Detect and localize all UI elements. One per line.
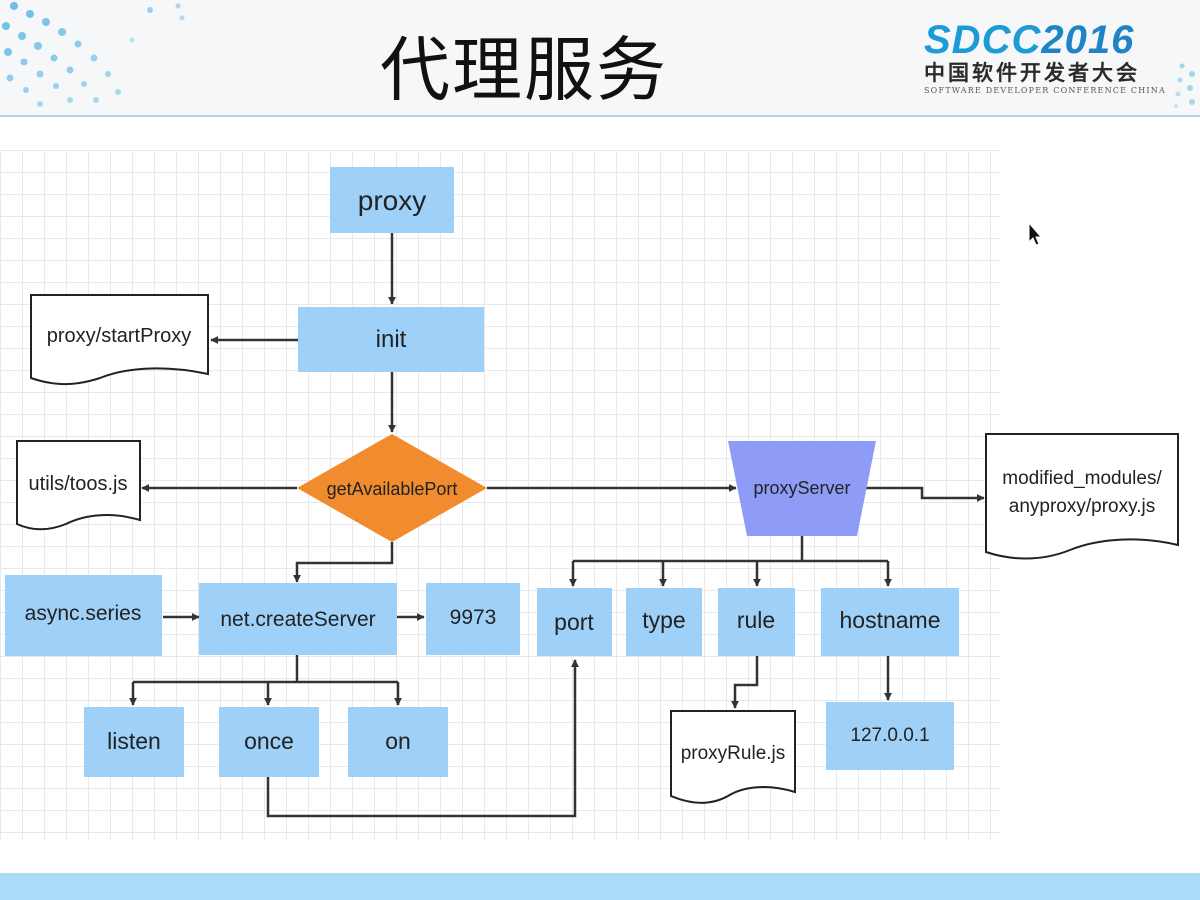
node-rule: rule xyxy=(718,588,795,656)
node-port: port xyxy=(537,588,612,656)
node-once: once xyxy=(219,707,319,777)
node-modified-modules: modified_modules/ anyproxy/proxy.js xyxy=(985,433,1179,560)
logo-year: 2016 xyxy=(1041,18,1135,62)
node-start-proxy: proxy/startProxy xyxy=(30,294,209,386)
node-type: type xyxy=(626,588,702,656)
node-proxy-server: proxyServer xyxy=(728,441,876,536)
node-once-label: once xyxy=(244,728,294,754)
node-proxy-server-label: proxyServer xyxy=(753,478,850,498)
node-hostname-label: hostname xyxy=(839,607,940,633)
node-get-available-port: getAvailablePort xyxy=(297,434,487,542)
node-get-available-port-label: getAvailablePort xyxy=(327,479,458,499)
slide-footer xyxy=(0,873,1200,900)
node-type-label: type xyxy=(642,607,685,633)
slide-title: 代理服务 xyxy=(380,29,668,111)
node-port-label: port xyxy=(554,609,594,635)
node-modified-modules-line1: modified_modules/ xyxy=(1002,468,1162,489)
header-dot-pattern-right xyxy=(1174,63,1195,108)
node-on: on xyxy=(348,707,448,777)
node-proxy-rule-label: proxyRule.js xyxy=(681,743,786,764)
node-proxy-label: proxy xyxy=(358,185,426,216)
node-async-series: async.series xyxy=(5,575,162,656)
node-utils-toos-label: utils/toos.js xyxy=(29,473,128,495)
node-port-number: 9973 xyxy=(426,583,520,655)
node-init-label: init xyxy=(376,326,407,353)
node-listen-label: listen xyxy=(107,728,161,754)
node-init: init xyxy=(298,307,484,372)
node-ip: 127.0.0.1 xyxy=(826,702,954,770)
logo-sdcc: SDCC xyxy=(924,18,1042,62)
header-divider xyxy=(0,115,1200,117)
node-rule-label: rule xyxy=(737,607,775,633)
mouse-cursor-icon xyxy=(1028,221,1043,246)
node-listen: listen xyxy=(84,707,184,777)
logo-main: SDCC2016 xyxy=(924,18,1134,62)
node-ip-label: 127.0.0.1 xyxy=(850,725,929,746)
node-utils-toos: utils/toos.js xyxy=(16,440,141,531)
edge-once-port xyxy=(266,659,579,818)
edge-port-netcreateserver xyxy=(293,542,394,583)
node-proxy: proxy xyxy=(330,167,454,233)
node-net-create-server: net.createServer xyxy=(199,583,397,655)
node-async-series-label: async.series xyxy=(25,602,142,625)
node-hostname: hostname xyxy=(821,588,959,656)
logo-chinese: 中国软件开发者大会 xyxy=(924,62,1140,85)
slide-header xyxy=(0,0,1200,116)
node-proxy-rule: proxyRule.js xyxy=(670,710,796,804)
sdcc-logo: SDCC2016 中国软件开发者大会 SOFTWARE DEVELOPER CO… xyxy=(918,18,1168,98)
node-on-label: on xyxy=(385,728,411,754)
edge-rule-proxyrule xyxy=(731,655,759,709)
edge-proxyserver-modified xyxy=(862,486,985,502)
header-dot-pattern xyxy=(2,2,185,107)
edge-proxyserver-children xyxy=(573,536,888,563)
node-modified-modules-line2: anyproxy/proxy.js xyxy=(1009,496,1155,517)
edges xyxy=(129,233,985,818)
node-port-number-label: 9973 xyxy=(450,606,497,629)
logo-english: SOFTWARE DEVELOPER CONFERENCE CHINA xyxy=(924,86,1166,95)
edge-netcreateserver-children xyxy=(133,655,398,684)
node-start-proxy-label: proxy/startProxy xyxy=(47,325,191,347)
node-net-create-server-label: net.createServer xyxy=(220,608,375,631)
